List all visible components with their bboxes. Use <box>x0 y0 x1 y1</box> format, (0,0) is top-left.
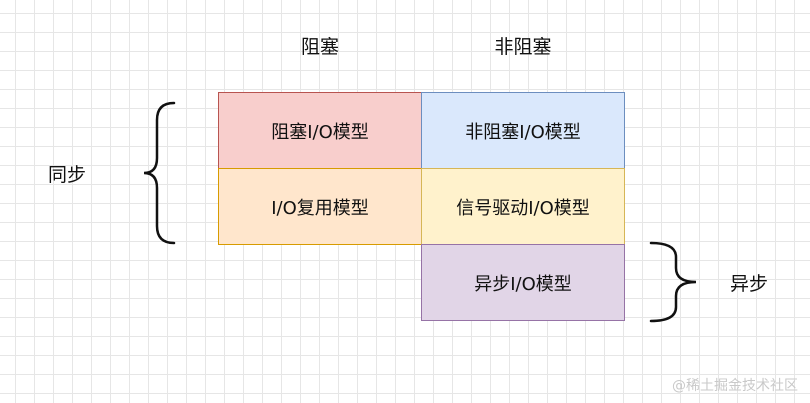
sync-brace-icon <box>143 101 176 245</box>
cell-blocking-io: 阻塞I/O模型 <box>218 92 422 169</box>
column-header-blocking: 阻塞 <box>300 35 339 58</box>
group-label-sync: 同步 <box>48 163 87 186</box>
cell-async-io: 异步I/O模型 <box>421 244 625 321</box>
cell-signal-driven-io: 信号驱动I/O模型 <box>421 168 625 245</box>
async-brace-icon <box>649 241 697 323</box>
column-header-non-blocking: 非阻塞 <box>494 35 552 58</box>
cell-non-blocking-io: 非阻塞I/O模型 <box>421 92 625 169</box>
group-label-async: 异步 <box>730 272 769 295</box>
cell-io-multiplexing: I/O复用模型 <box>218 168 422 245</box>
watermark: @稀土掘金技术社区 <box>672 378 798 394</box>
